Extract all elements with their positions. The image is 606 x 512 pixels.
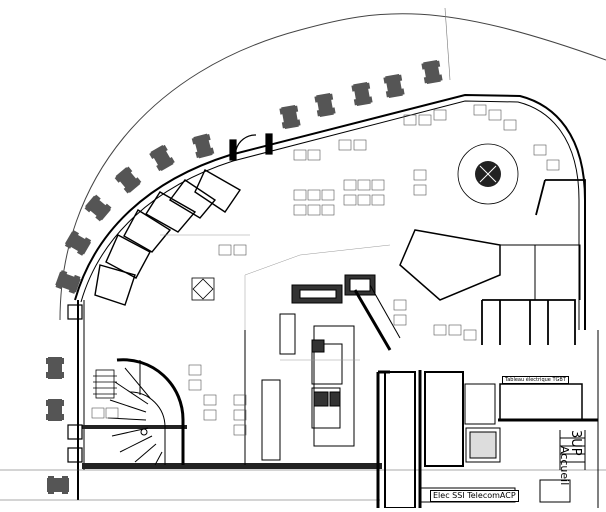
room-acp: ACP [499, 491, 516, 500]
curved-facade-inner [80, 100, 580, 330]
central-bar [261, 274, 376, 461]
service-rooms [376, 330, 599, 509]
technical-rooms-label: Elec SSI TelecomACP [430, 490, 519, 502]
entrance-label: Accueil [558, 446, 571, 486]
site-boundary [59, 13, 606, 321]
bottom-wall [82, 463, 382, 469]
square-table [191, 277, 215, 301]
site-boundary-side [444, 7, 451, 81]
perimeter-booths [94, 169, 242, 306]
round-table [457, 143, 519, 205]
entrance-stair [559, 430, 586, 470]
panel-label: Tableau électrique TGBT [502, 376, 569, 384]
room-telecom: Telecom [467, 491, 500, 500]
room-elec: Elec [433, 491, 450, 500]
room-ssi: SSI [452, 491, 465, 500]
entrance-beam [353, 289, 392, 351]
right-rooms [399, 179, 586, 345]
facade-doors [67, 133, 273, 463]
spiral-staircase [107, 358, 185, 466]
game-table [93, 369, 117, 399]
